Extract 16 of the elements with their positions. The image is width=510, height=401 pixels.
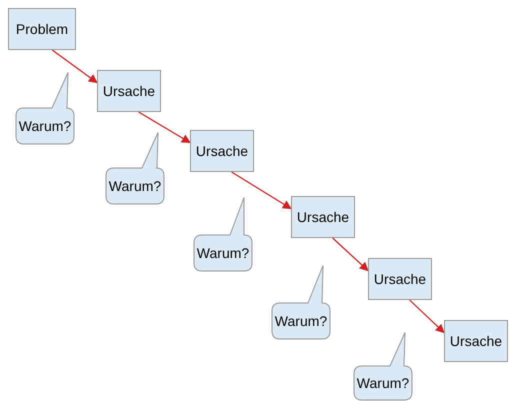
arrow	[52, 50, 98, 84]
arrow	[138, 111, 191, 144]
arrow	[409, 300, 445, 334]
speech-bubble: Warum?	[272, 265, 330, 339]
speech-bubble: Warum?	[194, 197, 252, 271]
cause-box: Ursache	[368, 258, 432, 300]
cause-box: Problem	[8, 8, 76, 50]
cause-box: Ursache	[444, 320, 508, 362]
speech-bubble: Warum?	[16, 72, 74, 144]
cause-box: Ursache	[97, 70, 161, 112]
arrow	[231, 171, 292, 210]
speech-bubble: Warum?	[106, 132, 164, 204]
cause-box: Ursache	[190, 130, 254, 172]
speech-bubble: Warum?	[354, 332, 412, 400]
arrow	[332, 238, 369, 272]
cause-box: Ursache	[291, 196, 355, 238]
